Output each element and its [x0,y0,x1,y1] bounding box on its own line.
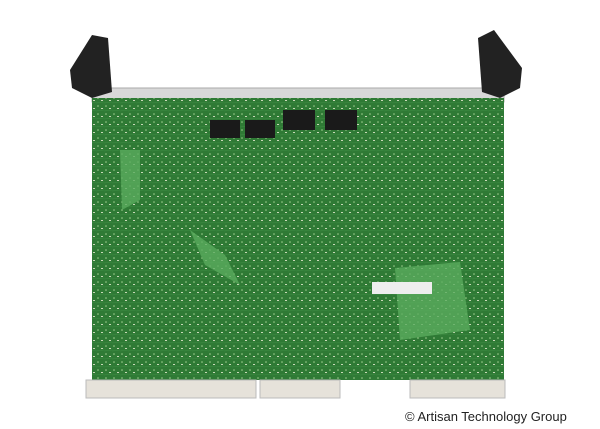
chip [210,120,240,138]
backplane-connector [85,379,257,399]
ejector-handle-right [478,30,522,98]
pcb [92,98,504,380]
watermark-caption: © Artisan Technology Group [405,409,567,424]
chip [283,110,315,130]
barcode-label [372,282,432,294]
chip [325,110,357,130]
ejector-handle-left [70,35,112,98]
backplane-connector [409,379,506,399]
chip [245,120,275,138]
backplane-connector [259,379,341,399]
